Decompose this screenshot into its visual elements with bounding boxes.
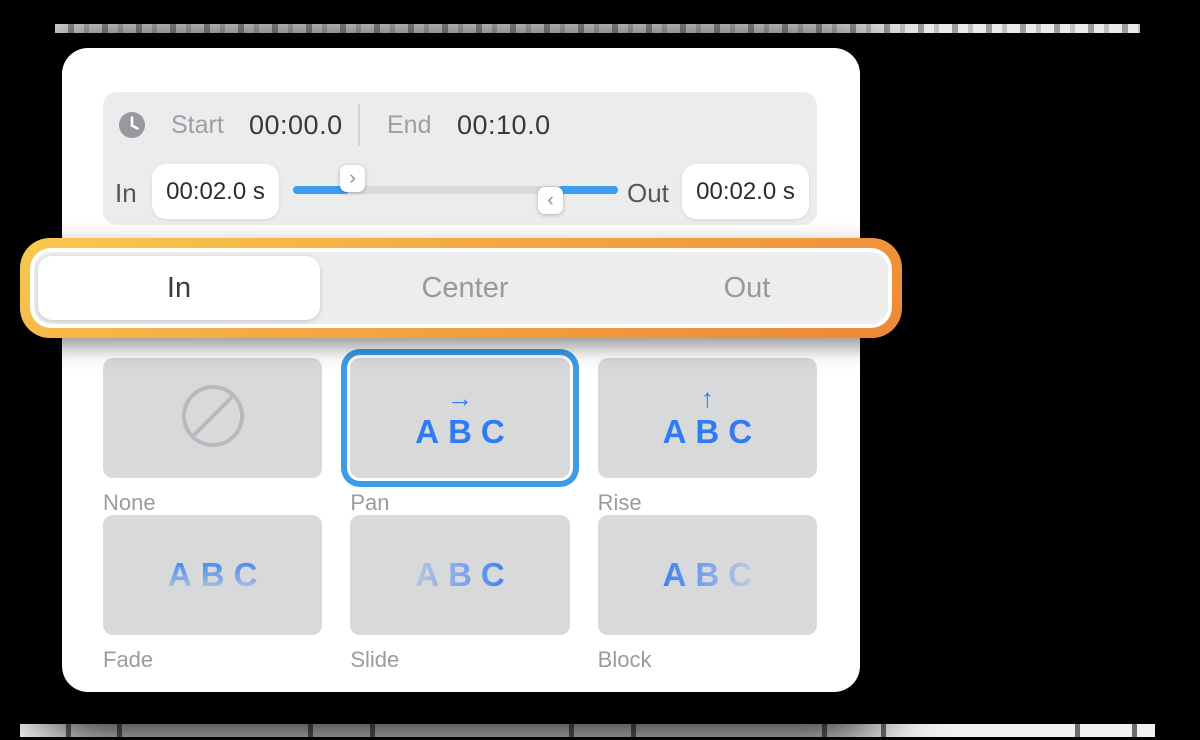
animation-cell-block: ABC Block (597, 515, 817, 672)
position-tabs-wrapper: In Center Out (30, 248, 892, 328)
divider (358, 104, 360, 146)
arrow-up-icon: ↑ (700, 383, 714, 414)
out-duration-field[interactable]: 00:02.0 s (682, 164, 809, 219)
ruler-tick (308, 724, 313, 737)
ruler-tick (569, 724, 574, 737)
animation-cell-none: None (103, 358, 323, 515)
ruler-tick (881, 724, 886, 737)
ruler-tick (66, 724, 71, 737)
slider-handle-in[interactable]: › (340, 165, 365, 192)
animation-tile-rise[interactable]: ↑ ABC (597, 358, 817, 478)
slider-fill-out (558, 186, 618, 194)
abc-preview: ABC (415, 413, 514, 451)
abc-fade-preview: ABC (159, 556, 267, 593)
slider-track[interactable] (293, 186, 618, 194)
tab-in[interactable]: In (38, 256, 320, 320)
in-out-range-slider: › ‹ (293, 164, 618, 219)
timeline-ruler-top (55, 24, 1140, 33)
slider-fill-in (293, 186, 349, 194)
slider-handle-out[interactable]: ‹ (538, 187, 563, 214)
start-label: Start (171, 111, 224, 139)
start-value[interactable]: 00:00.0 (249, 110, 343, 140)
animation-tile-block[interactable]: ABC (597, 515, 817, 635)
in-duration-field[interactable]: 00:02.0 s (152, 164, 279, 219)
position-tabs: In Center Out (34, 252, 888, 324)
ruler-tick (822, 724, 827, 737)
out-duration-label: Out (627, 178, 669, 208)
ruler-tick (631, 724, 636, 737)
animation-tile-none[interactable] (103, 358, 323, 478)
arrow-right-icon: → (446, 383, 473, 414)
timing-panel: Start 00:00.0 End 00:10.0 In 00:02.0 s ›… (103, 92, 817, 225)
animation-cell-rise: ↑ ABC Rise (597, 358, 817, 515)
animation-tile-fade[interactable]: ABC (103, 515, 323, 635)
animation-tile-slide[interactable]: ABC (350, 515, 570, 635)
end-value[interactable]: 00:10.0 (457, 110, 551, 140)
ruler-tick (1075, 724, 1080, 737)
animation-cell-fade: ABC Fade (103, 515, 323, 672)
animation-tile-pan[interactable]: → ABC (350, 358, 570, 478)
tile-label: None (103, 490, 156, 515)
abc-block-preview: ABC (654, 556, 762, 593)
ruler-tick (370, 724, 375, 737)
text-animation-panel: Start 00:00.0 End 00:10.0 In 00:02.0 s ›… (62, 48, 860, 692)
tile-label: Rise (597, 490, 642, 515)
ruler-tick (117, 724, 122, 737)
tile-label: Block (597, 647, 652, 672)
clock-icon (118, 111, 146, 139)
tile-label: Slide (350, 647, 400, 672)
tile-label: Fade (103, 647, 154, 672)
tab-center[interactable]: Center (421, 271, 509, 304)
ruler-tick (1132, 724, 1137, 737)
timeline-ruler-bottom (20, 724, 1155, 737)
end-label: End (387, 111, 432, 139)
tile-label: Pan (350, 490, 390, 515)
in-duration-label: In (115, 178, 137, 208)
animation-cell-slide: ABC Slide (350, 515, 570, 672)
tab-out[interactable]: Out (723, 271, 771, 304)
abc-slide-preview: ABC (406, 556, 514, 593)
abc-preview: ABC (662, 413, 762, 451)
position-tabs-highlight-ring: In Center Out (20, 238, 902, 338)
prohibited-icon (179, 382, 247, 455)
animation-cell-pan: → ABC Pan (350, 358, 570, 515)
animation-grid: None → ABC Pan ↑ ABC Rise ABC Fade ABC (103, 358, 817, 672)
